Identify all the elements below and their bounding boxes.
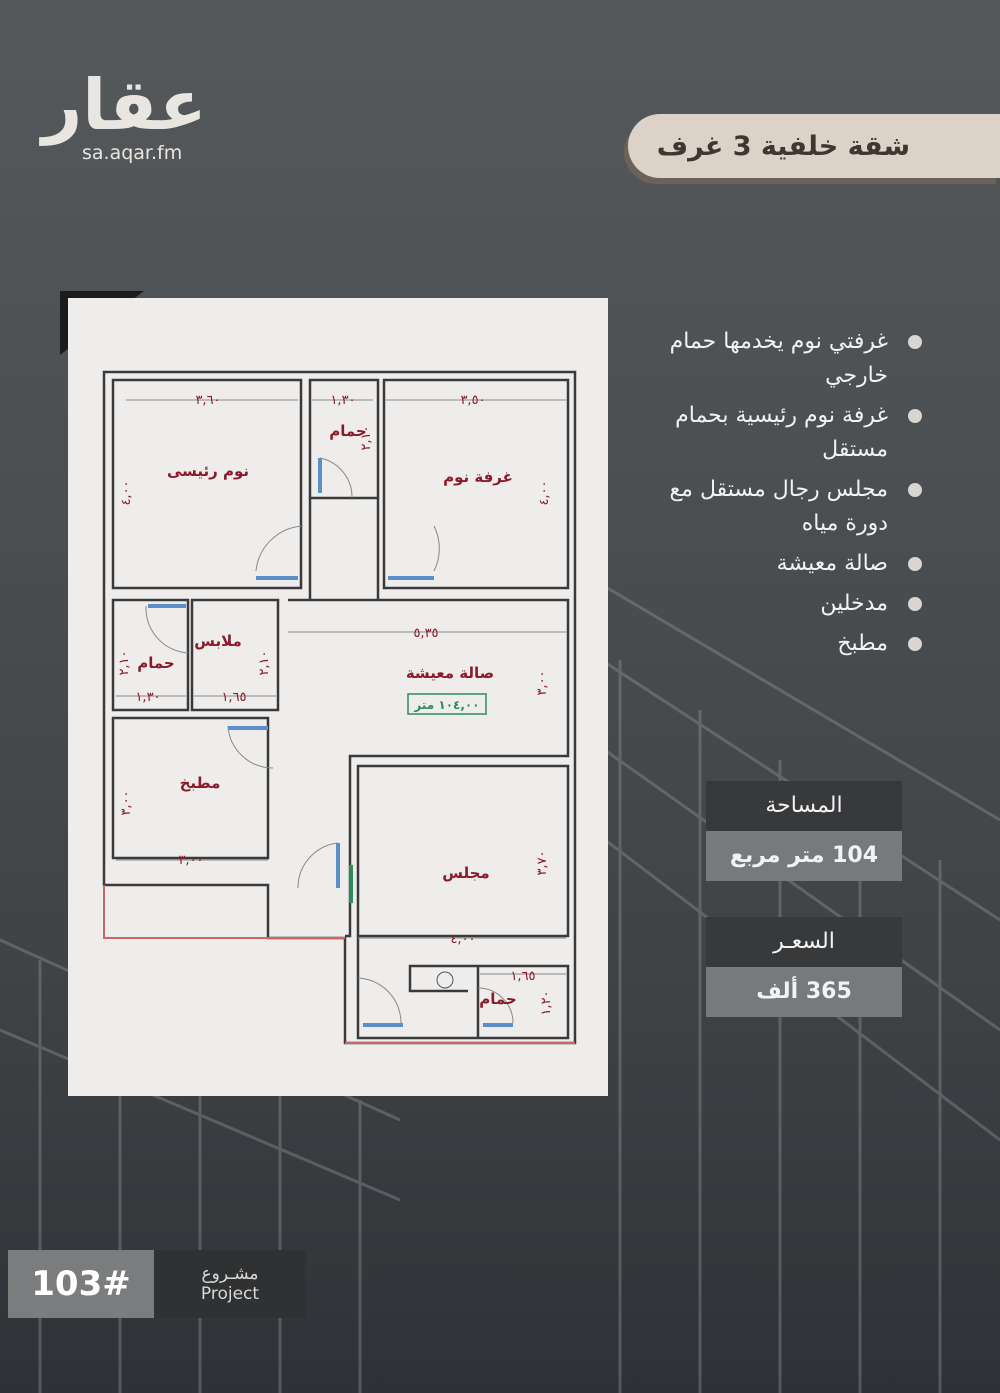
dim-bedroom-w: ٣,٥٠: [460, 393, 485, 408]
room-bath1: حمام: [329, 422, 367, 440]
dim-bath2-w: ١,٣٠: [135, 690, 160, 705]
project-number: 103#: [8, 1250, 154, 1318]
aqar-logo: عقار sa.aqar.fm: [42, 70, 207, 164]
project-badge: 103# مشـروع Project: [8, 1250, 306, 1318]
room-bath3: حمام: [479, 990, 517, 1008]
feature-item: غرفة نوم رئيسية بحمام مستقل: [622, 399, 922, 467]
dim-closet-h: ٢,١٠: [257, 650, 272, 675]
dim-bedroom-h: ٤,٠٠: [537, 480, 552, 505]
project-label: مشـروع Project: [154, 1250, 306, 1318]
dim-kitchen-h: ٣,٠٠: [119, 790, 134, 815]
feature-item: غرفتي نوم يخدمها حمام خارجي: [622, 325, 922, 393]
dim-living-w: ٥,٣٥: [413, 626, 438, 641]
bullet-icon: [908, 335, 922, 349]
bullet-icon: [908, 409, 922, 423]
dim-closet-w: ١,٦٥: [221, 690, 246, 705]
dim-bath1-h: ٢,١٠: [359, 425, 374, 450]
title-text: شقة خلفية 3 غرف: [656, 130, 910, 162]
floor-plan: نوم رئيسى حمام غرفة نوم ملابس حمام صالة …: [102, 370, 577, 1045]
features-list: غرفتي نوم يخدمها حمام خارجي غرفة نوم رئي…: [622, 325, 922, 667]
area-value: 104 متر مربع: [706, 831, 902, 881]
project-label-en: Project: [200, 1284, 260, 1304]
room-living: صالة معيشة: [406, 664, 494, 682]
price-box: السعـر 365 ألف: [706, 917, 902, 1017]
dim-living-h: ٣,٠٠: [535, 670, 550, 695]
dim-bath3-w: ١,٦٥: [510, 969, 535, 984]
dim-bath3-h: ١,٢٠: [539, 990, 554, 1015]
dim-majlis-h: ٣,٧٠: [535, 850, 550, 875]
listing-title: شقة خلفية 3 غرف: [628, 114, 1000, 178]
feature-item: صالة معيشة: [622, 547, 922, 581]
logo-text: عقار: [42, 64, 207, 146]
dim-bath2-h: ٢,١٠: [117, 650, 132, 675]
room-bath2: حمام: [137, 654, 175, 672]
bullet-icon: [908, 557, 922, 571]
feature-item: مطبخ: [622, 627, 922, 661]
price-label: السعـر: [706, 917, 902, 967]
project-label-ar: مشـروع: [201, 1264, 259, 1284]
price-value: 365 ألف: [706, 967, 902, 1017]
logo-url: sa.aqar.fm: [82, 142, 183, 164]
feature-item: مدخلين: [622, 587, 922, 621]
room-bedroom: غرفة نوم: [443, 468, 513, 486]
room-kitchen: مطبخ: [180, 774, 221, 792]
floor-plan-paper: [68, 298, 608, 1096]
room-master: نوم رئيسى: [167, 462, 249, 480]
dim-majlis-w: ٤,٠٠: [450, 932, 475, 947]
bullet-icon: [908, 637, 922, 651]
bullet-icon: [908, 483, 922, 497]
washer-icon: [436, 971, 454, 989]
area-tag: ١٠٤,٠٠ متر: [413, 698, 479, 712]
room-closet: ملابس: [194, 632, 242, 650]
area-tag-box: [407, 693, 487, 715]
bullet-icon: [908, 597, 922, 611]
dim-kitchen-w: ٣,٠٠: [178, 853, 203, 868]
area-box: المساحة 104 متر مربع: [706, 781, 902, 881]
room-majlis: مجلس: [442, 864, 489, 882]
feature-item: مجلس رجال مستقل مع دورة مياه: [622, 473, 922, 541]
dim-bath1-w: ١,٣٠: [330, 393, 355, 408]
area-label: المساحة: [706, 781, 902, 831]
dim-master-h: ٤,٠٠: [119, 480, 134, 505]
dim-master-w: ٣,٦٠: [195, 393, 220, 408]
